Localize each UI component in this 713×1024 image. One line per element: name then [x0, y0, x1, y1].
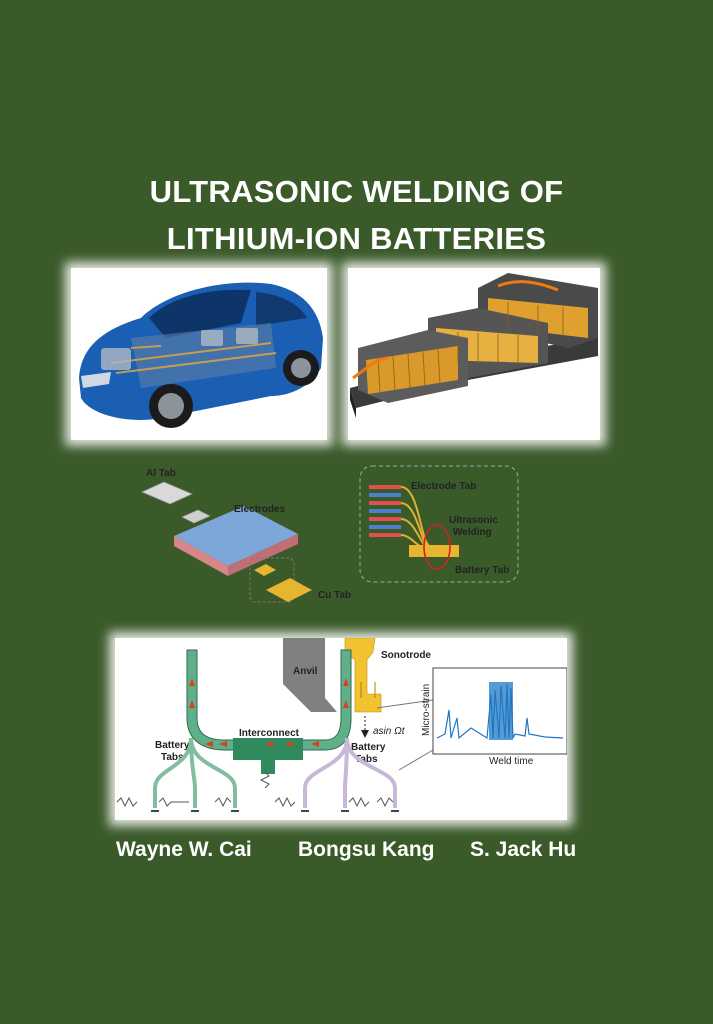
electric-car-image: [71, 268, 327, 440]
interconnect-shape: [186, 649, 352, 751]
ultrasonic-weld-mechanics-image: Anvil Sonotrode asin Ωt Interconnect Bat…: [115, 638, 567, 820]
authors: Wayne W. Cai Bongsu Kang S. Jack Hu: [0, 838, 713, 868]
tab-welding-diagram: Electrode Tab Ultrasonic Welding Battery…: [359, 465, 519, 583]
author-3: S. Jack Hu: [470, 838, 577, 861]
battery-tabs-left-label-2: Tabs: [161, 752, 184, 763]
ultrasonic-welding-label-2: Welding: [453, 527, 492, 538]
sonotrode-shape: [344, 638, 382, 713]
battery-tabs-right-label-1: Battery: [351, 742, 386, 753]
sonotrode-label: Sonotrode: [381, 650, 431, 661]
pouch-cell-diagram: Al Tab Electrodes Cu Tab: [141, 468, 351, 603]
electrode-tab-label: Electrode Tab: [411, 481, 476, 492]
al-tab-label: Al Tab: [146, 468, 176, 479]
cu-tab-label: Cu Tab: [318, 590, 351, 601]
vibration-label: asin Ωt: [373, 726, 406, 737]
anvil-shape: [283, 638, 337, 712]
title-line-2: LITHIUM-ION BATTERIES: [166, 221, 547, 256]
electrodes-shape: [174, 506, 298, 566]
interconnect-label: Interconnect: [239, 728, 300, 739]
plot-x-axis-label: Weld time: [489, 756, 534, 767]
cu-tab-shape: [266, 578, 312, 602]
battery-tabs-left-label-1: Battery: [155, 740, 190, 751]
battery-pack-image: [348, 268, 600, 440]
title-line-1: ULTRASONIC WELDING OF: [149, 174, 564, 209]
author-1: Wayne W. Cai: [116, 838, 252, 861]
ultrasonic-welding-label-1: Ultrasonic: [449, 515, 498, 526]
battery-tab-label: Battery Tab: [455, 565, 509, 576]
micro-strain-plot: Micro-strain Weld time: [421, 667, 567, 767]
plot-y-axis-label: Micro-strain: [421, 684, 432, 736]
electrodes-label: Electrodes: [234, 504, 286, 515]
battery-tabs-right-label-2: Tabs: [355, 754, 378, 765]
book-title: ULTRASONIC WELDING OF LITHIUM-ION BATTER…: [0, 168, 713, 262]
anvil-label: Anvil: [293, 666, 318, 677]
author-2: Bongsu Kang: [298, 838, 435, 861]
al-tab-shape: [141, 481, 193, 505]
